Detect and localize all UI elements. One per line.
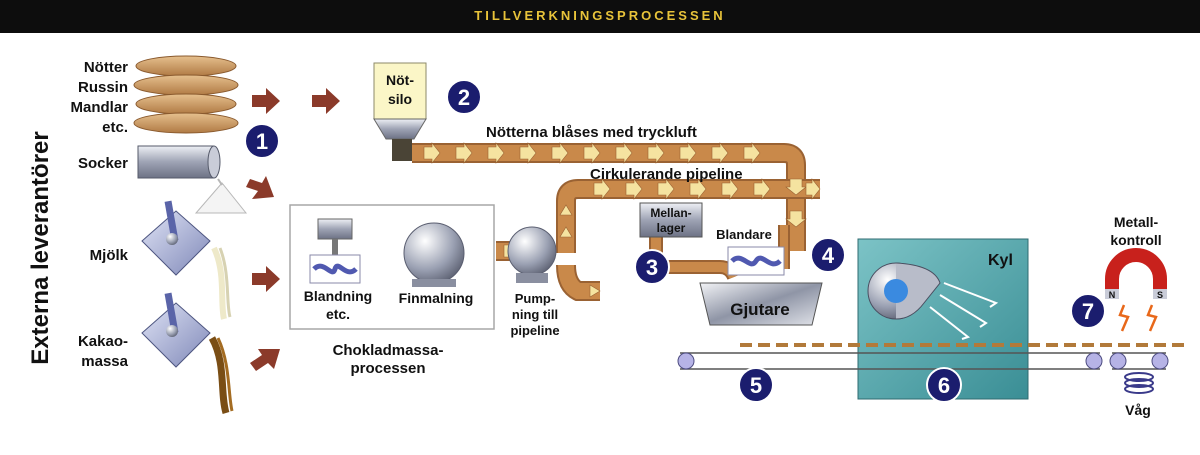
mixer-label: Blandare	[716, 227, 772, 242]
mixing-label-2: etc.	[326, 306, 350, 322]
supplier-almonds-label: Mandlar	[70, 99, 128, 116]
silo-label-1: Nöt-	[386, 72, 414, 88]
sack-icon	[133, 55, 239, 134]
spring-scale-icon	[1124, 372, 1154, 394]
milk-carton-icon	[141, 200, 232, 320]
magnet-n-label: N	[1109, 290, 1116, 300]
step-2-marker: 2	[446, 79, 482, 115]
supplier-nuts-label: Nötter	[84, 59, 128, 76]
step-3-label: 3	[646, 255, 658, 280]
step-6-label: 6	[938, 373, 950, 398]
step-6-marker: 6	[926, 367, 962, 403]
process-diagram: Externa leverantörer Nötter Russin Mandl…	[27, 55, 1190, 418]
caster-label: Gjutare	[730, 300, 790, 319]
header-title: TILLVERKNINGSPROCESSEN	[474, 8, 726, 23]
magnet-s-label: S	[1157, 290, 1163, 300]
step-1-label: 1	[256, 129, 268, 154]
header-bar: TILLVERKNINGSPROCESSEN	[0, 0, 1200, 33]
pump-icon	[507, 226, 557, 283]
buffer-label-1: Mellan-	[650, 206, 691, 220]
refiner-icon	[403, 222, 465, 287]
step-4-label: 4	[822, 243, 835, 268]
buffer-tank: Mellan- lager	[639, 202, 703, 238]
supplier-milk-label: Mjölk	[90, 247, 129, 264]
feed-arrows	[246, 88, 340, 371]
scale-label: Våg	[1125, 402, 1151, 418]
supplier-sugar-label: Socker	[78, 155, 128, 172]
cocoa-carton-icon	[141, 292, 234, 415]
scale-conveyor	[1109, 352, 1169, 370]
silo-label-2: silo	[388, 91, 412, 107]
mixer-icon	[309, 218, 361, 284]
nut-pipeline	[412, 143, 806, 251]
process-label-1: Chokladmassa-	[333, 342, 444, 359]
sugar-cylinder-icon	[137, 145, 248, 214]
circulating-label: Cirkulerande pipeline	[590, 166, 743, 183]
pumping-label-3: pipeline	[510, 323, 559, 338]
process-label-2: processen	[350, 360, 425, 377]
caster-unit: Gjutare	[699, 282, 823, 326]
cooler-label: Kyl	[988, 252, 1013, 269]
supplier-cocoa-label-1: Kakao-	[78, 333, 128, 350]
supplier-etc-label: etc.	[102, 119, 128, 136]
step-3-marker: 3	[634, 249, 670, 285]
supplier-raisins-label: Russin	[78, 79, 128, 96]
step-7-label: 7	[1082, 299, 1094, 324]
supplier-cocoa-label-2: massa	[81, 353, 128, 370]
buffer-label-2: lager	[657, 221, 686, 235]
nut-silo: Nöt- silo	[373, 62, 427, 161]
chocolate-process-box: Blandning etc. Finmalning	[289, 204, 495, 330]
blown-label: Nötterna blåses med tryckluft	[486, 124, 697, 141]
pumping-label-1: Pump-	[515, 291, 555, 306]
fan-icon	[867, 262, 999, 340]
mixing-label-1: Blandning	[304, 288, 372, 304]
step-4-marker: 4	[810, 237, 846, 273]
step-5-marker: 5	[738, 367, 774, 403]
pumping-label-2: ning till	[512, 307, 558, 322]
step-2-label: 2	[458, 85, 470, 110]
magnet-icon: N S	[1105, 248, 1167, 332]
step-7-marker: 7	[1070, 293, 1106, 329]
metal-label-1: Metall-	[1114, 214, 1159, 230]
metal-label-2: kontroll	[1110, 232, 1161, 248]
step-5-label: 5	[750, 373, 762, 398]
blender-unit	[727, 246, 785, 276]
step-1-marker: 1	[244, 123, 280, 159]
side-label: Externa leverantörer	[27, 131, 54, 364]
refining-label: Finmalning	[399, 290, 474, 306]
